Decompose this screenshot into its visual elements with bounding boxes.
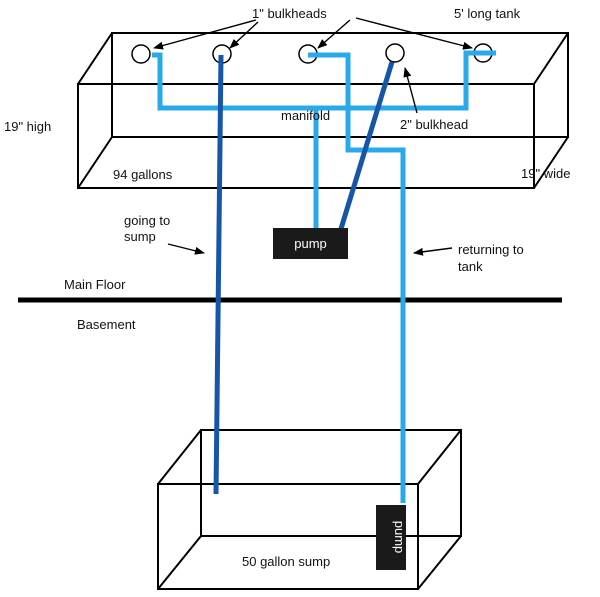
sump-edge: [157, 429, 202, 485]
drain-to-sump-pipe: [213, 54, 224, 495]
sump-pump: pump: [376, 505, 407, 570]
annotation-arrows: [153, 17, 473, 256]
drain-2in-pipe: [337, 61, 395, 233]
returning-to-tank-label: returning to tank: [458, 242, 527, 274]
bulkheads-1in-label: 1" bulkheads: [252, 6, 327, 21]
manifold-pipe: [152, 50, 496, 111]
arrow: [153, 19, 257, 50]
pump-label: pump: [294, 236, 327, 251]
tank-edge: [77, 32, 113, 85]
arrow: [355, 17, 473, 50]
going-to-sump-label: going to sump: [124, 213, 174, 244]
pump-box: [273, 228, 348, 259]
tank-length-label: 5' long tank: [454, 6, 521, 21]
upstairs-pump: pump: [273, 228, 348, 259]
sump-volume-label: 50 gallon sump: [242, 554, 330, 569]
tank-height-label: 19" high: [4, 119, 51, 134]
pump-label: pump: [392, 521, 407, 554]
return-pipe: [308, 52, 406, 503]
arrow: [229, 21, 259, 49]
tank-edge: [77, 136, 113, 189]
sump-edge: [417, 535, 462, 590]
tank-volume-label: 94 gallons: [113, 167, 173, 182]
pump-box: [376, 505, 406, 570]
bulkhead-hole: [385, 43, 405, 63]
bulkheads: [131, 43, 493, 64]
arrow: [403, 67, 418, 114]
arrow: [317, 19, 351, 49]
sump-edge: [157, 535, 202, 590]
sump-edge: [417, 429, 462, 485]
sump-tank: [157, 429, 462, 590]
tank-edge: [533, 136, 569, 189]
drain-pipes: [213, 54, 395, 495]
bulkhead-hole: [131, 44, 151, 64]
bulkhead-2in-label: 2" bulkhead: [400, 117, 468, 132]
tank-width-label: 19" wide: [521, 166, 570, 181]
supply-pipes: [152, 50, 496, 503]
arrow: [167, 243, 205, 255]
tank-edge: [533, 32, 569, 85]
basement-label: Basement: [77, 317, 136, 332]
manifold-label: manifold: [281, 108, 330, 123]
arrow: [413, 247, 453, 256]
main-floor-label: Main Floor: [64, 277, 126, 292]
